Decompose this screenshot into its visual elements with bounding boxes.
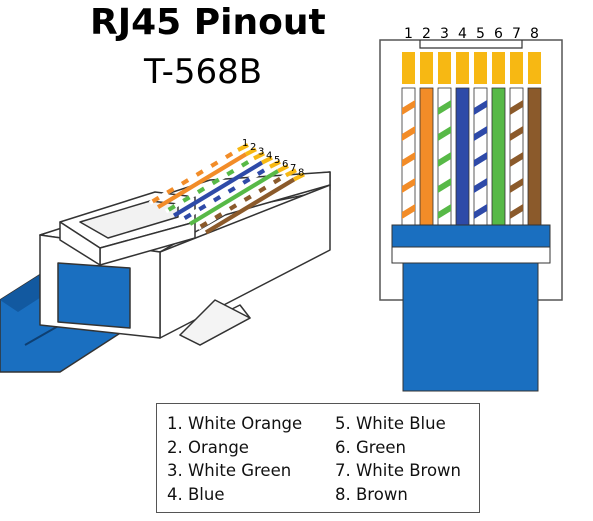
wire-3 xyxy=(437,87,452,229)
wire-7 xyxy=(509,87,524,229)
pin-number-label: 3 xyxy=(440,26,449,42)
connector-pin-number: 2 xyxy=(250,142,256,153)
connector-pin-number: 4 xyxy=(266,151,272,162)
pin-number-label: 6 xyxy=(494,26,503,42)
connector-contact xyxy=(261,155,273,165)
gold-contact xyxy=(492,52,505,84)
connector-contact xyxy=(269,159,281,169)
pin-number-label: 8 xyxy=(530,26,539,42)
legend-item: 8. Brown xyxy=(335,484,408,504)
gold-contacts xyxy=(402,52,541,84)
wire-2 xyxy=(419,87,434,229)
cable-jacket-top xyxy=(391,224,551,248)
pin-number-label: 5 xyxy=(476,26,485,42)
connector-pin-number: 5 xyxy=(274,155,280,166)
connector-pin-number: 3 xyxy=(258,146,264,157)
gold-contact xyxy=(402,52,415,84)
connector-wire-8 xyxy=(204,172,305,235)
gold-contact xyxy=(420,52,433,84)
connector-contact xyxy=(285,168,297,178)
gold-contact xyxy=(528,52,541,84)
gold-contact xyxy=(474,52,487,84)
connector-pin-number: 1 xyxy=(242,138,248,149)
connector-wire-3 xyxy=(164,151,265,214)
pin-number-label: 4 xyxy=(458,26,467,42)
crimp-band xyxy=(391,246,551,264)
connector-wire-6 xyxy=(188,164,289,226)
wire-1 xyxy=(401,87,416,229)
connector-pin-number: 8 xyxy=(298,167,304,178)
connector-wire-4 xyxy=(172,155,273,218)
gold-contact xyxy=(510,52,523,84)
wire-8 xyxy=(527,87,542,229)
pin-number-label: 7 xyxy=(512,26,521,42)
connector-contact xyxy=(237,143,249,152)
legend-item: 6. Green xyxy=(335,437,406,457)
wire-4 xyxy=(455,87,470,229)
legend-item: 4. Blue xyxy=(167,484,225,504)
legend-item: 1. White Orange xyxy=(167,414,303,433)
connector-pin-number: 6 xyxy=(282,159,288,170)
connector-wires xyxy=(148,143,305,235)
connector-wire-7 xyxy=(196,168,297,230)
pin-number-label: 2 xyxy=(422,26,431,42)
connector-contact xyxy=(277,164,289,173)
page-subtitle: T-568B xyxy=(144,52,263,92)
page-title: RJ45 Pinout xyxy=(90,2,326,43)
connector-contact xyxy=(253,151,265,161)
connector-wire-2 xyxy=(156,147,257,209)
legend-item: 7. White Brown xyxy=(335,461,461,480)
gold-contact xyxy=(456,52,469,84)
wire-5 xyxy=(473,87,488,229)
connector-contact xyxy=(245,147,257,157)
connector-wire-5 xyxy=(180,159,281,222)
connector-wire-1 xyxy=(148,143,249,205)
legend-item: 2. Orange xyxy=(167,437,249,457)
gold-contact xyxy=(438,52,451,84)
connector-contact xyxy=(293,172,305,182)
legend-column-2: 5. White Blue 6. Green 7. White Brown 8.… xyxy=(335,412,461,506)
legend-item: 3. White Green xyxy=(167,461,292,480)
color-legend: 1. White Orange 2. Orange 3. White Green… xyxy=(156,403,480,513)
connector-pin-number: 7 xyxy=(290,163,296,174)
cable-jacket xyxy=(402,262,539,392)
legend-item: 5. White Blue xyxy=(335,414,446,433)
legend-column-1: 1. White Orange 2. Orange 3. White Green… xyxy=(167,412,302,506)
wire-6 xyxy=(491,87,506,229)
pin-bracket xyxy=(419,40,523,49)
pin-number-label: 1 xyxy=(404,26,413,42)
